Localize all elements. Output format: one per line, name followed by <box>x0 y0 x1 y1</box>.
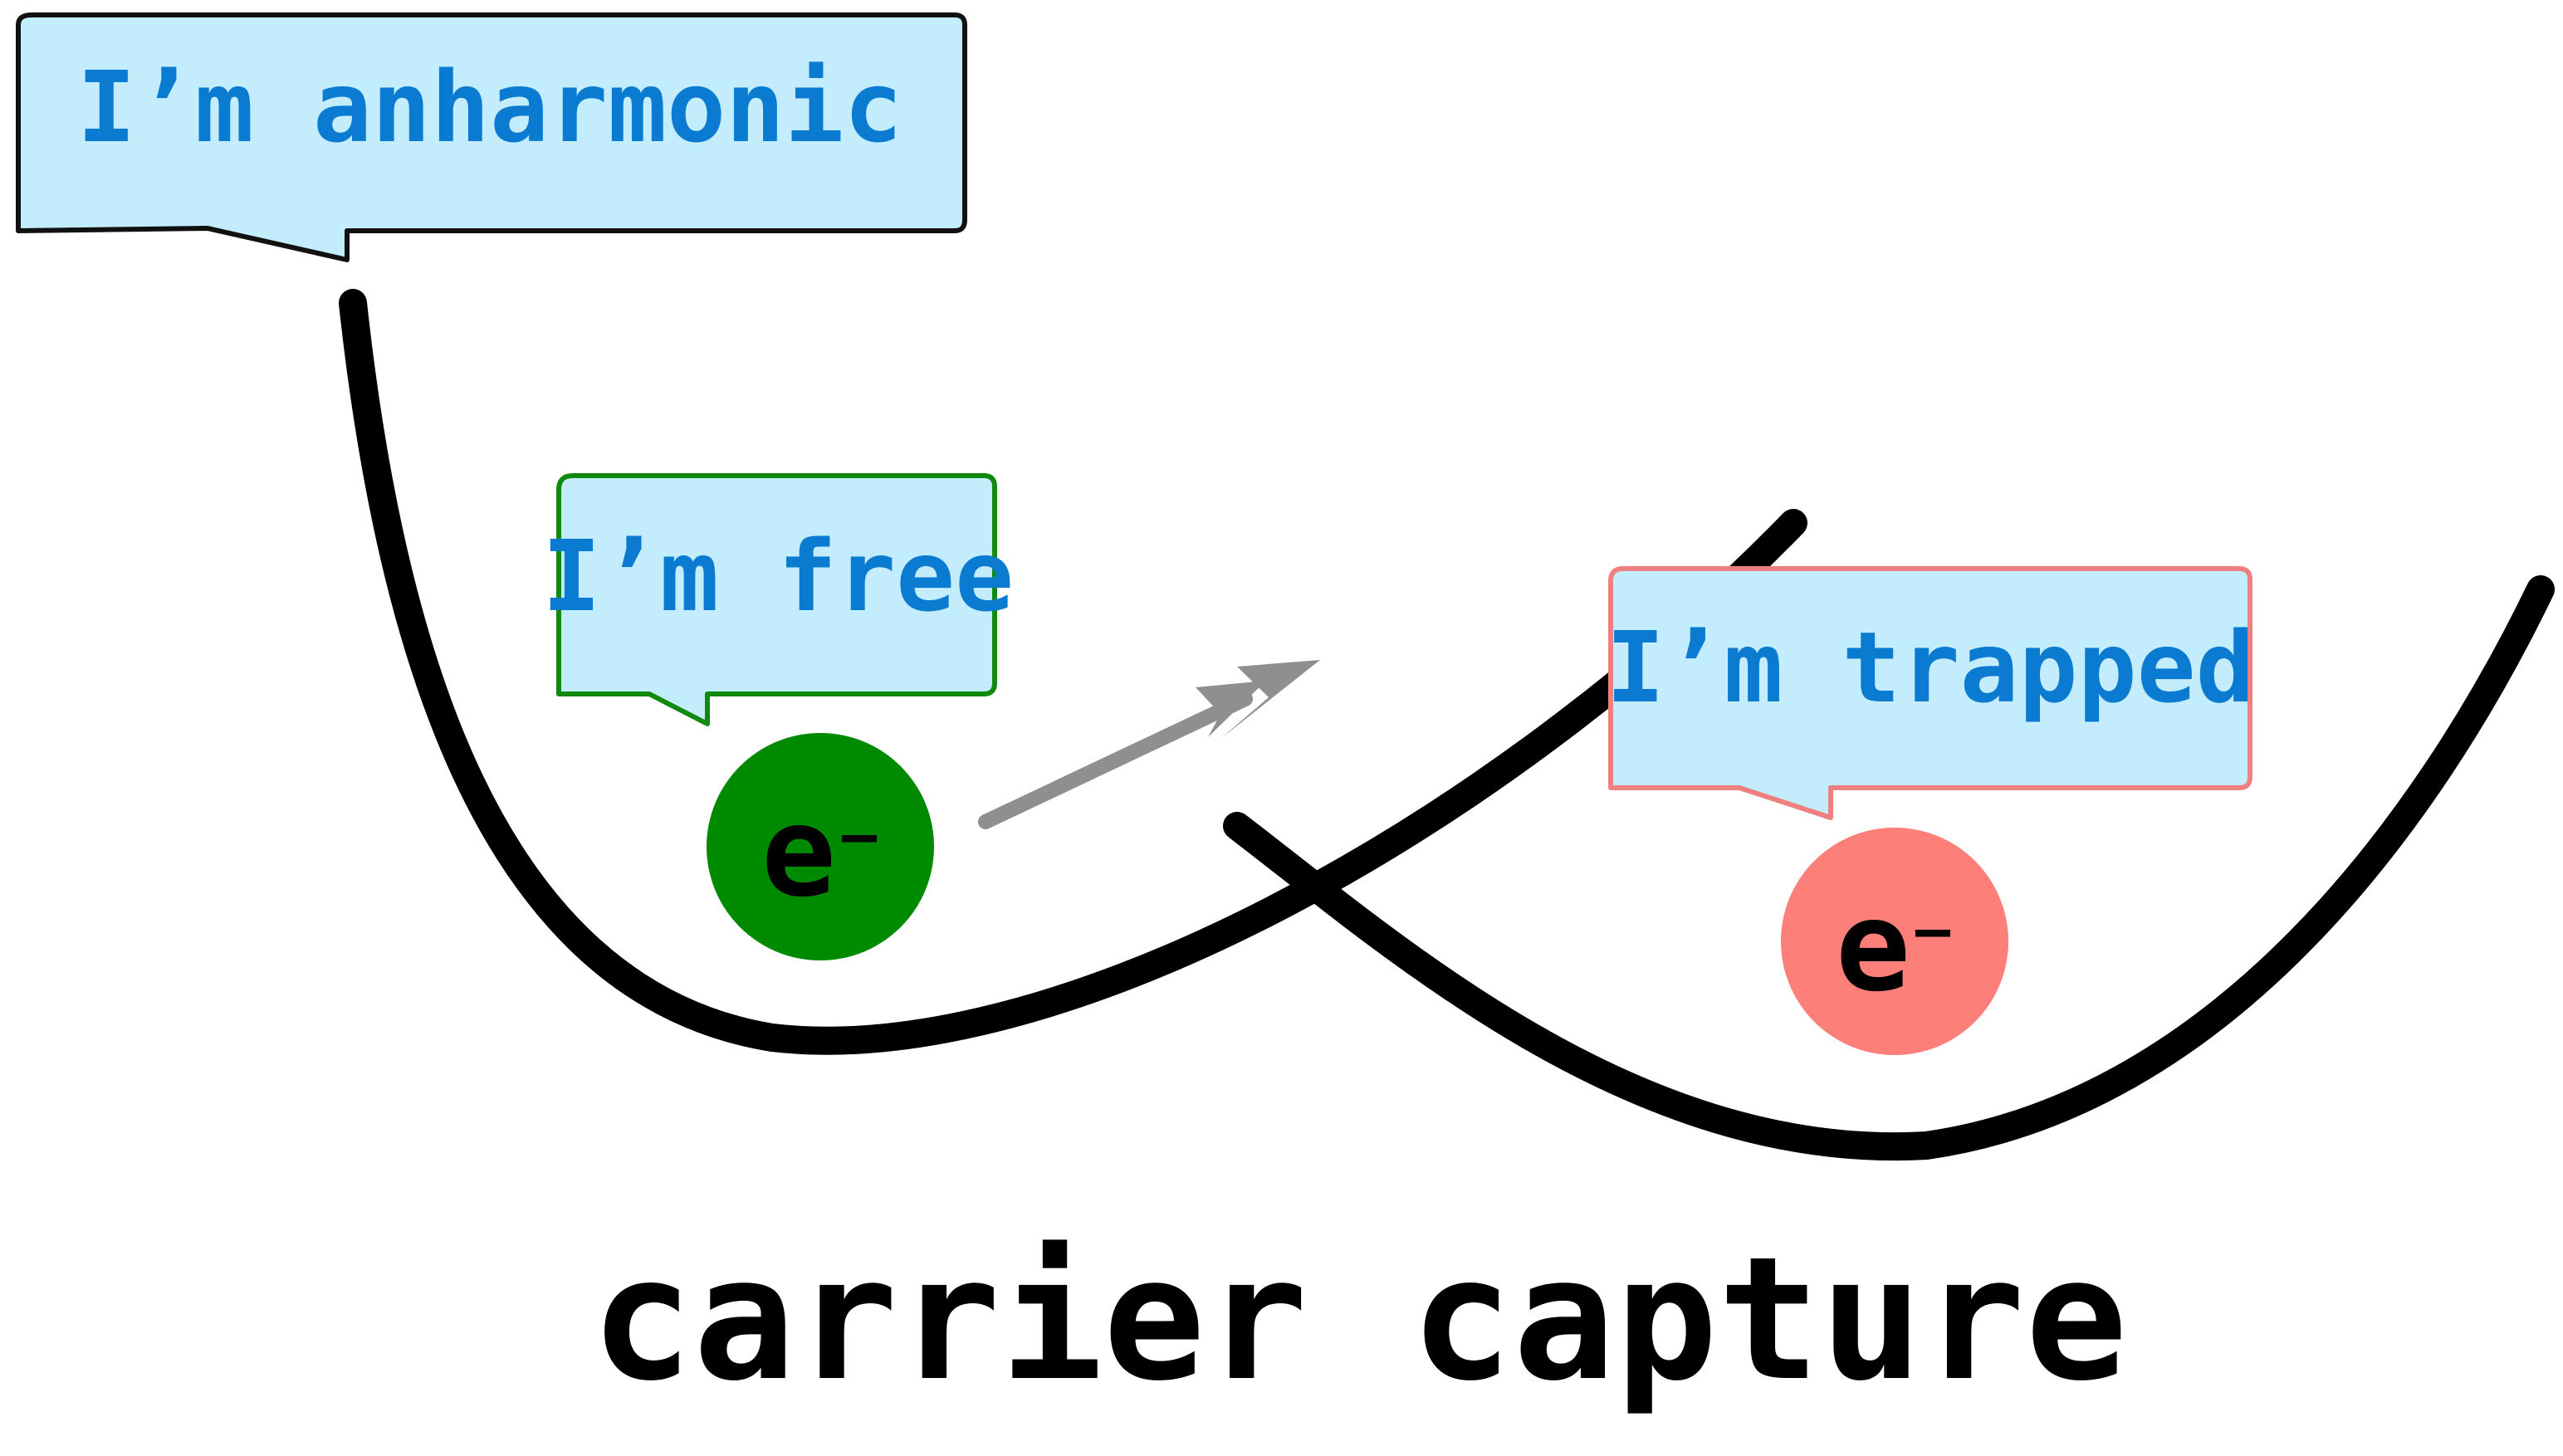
free-electron-charge: – <box>842 801 878 869</box>
free-speech-bubble: I’m free <box>542 473 1014 726</box>
arrow-right-up-icon <box>978 660 1320 829</box>
trapped-bubble-label: I’m trapped <box>1606 610 2254 725</box>
trapped-potential-curve <box>1223 575 2555 1161</box>
trapped-electron-symbol: e <box>1836 875 1910 1019</box>
trapped-electron-charge: – <box>1915 896 1951 964</box>
trapped-electron: e – <box>1781 828 2008 1055</box>
anharmonic-bubble-label: I’m anharmonic <box>77 50 903 164</box>
anharmonic-speech-bubble: I’m anharmonic <box>16 12 967 262</box>
free-electron: e – <box>707 733 934 960</box>
diagram-caption: carrier capture <box>590 1221 2127 1419</box>
free-electron-symbol: e <box>761 780 836 925</box>
free-bubble-label: I’m free <box>542 519 1014 633</box>
anharmonic-potential-curve <box>339 289 1807 1055</box>
trapped-speech-bubble: I’m trapped <box>1606 566 2255 820</box>
